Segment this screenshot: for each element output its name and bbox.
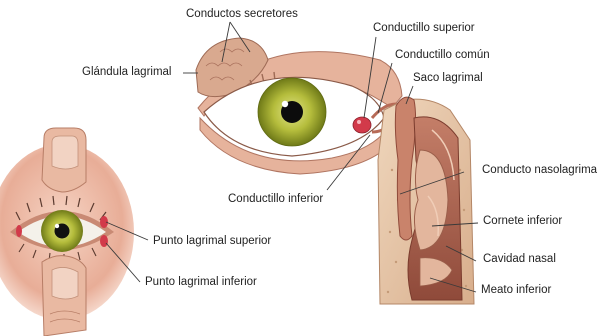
lower-punctum (100, 235, 108, 247)
label-punto-lagrimal-superior: Punto lagrimal superior (153, 236, 271, 248)
label-meato-inferior: Meato inferior (481, 285, 551, 297)
label-conductillo-inferior: Conductillo inferior (228, 194, 323, 206)
caruncle (353, 117, 371, 133)
label-punto-lagrimal-inferior: Punto lagrimal inferior (145, 277, 257, 289)
label-glandula-lagrimal: Glándula lagrimal (82, 67, 172, 79)
small-eye-figure (0, 128, 134, 336)
main-eye-figure (196, 38, 402, 174)
label-conductos-secretores: Conductos secretores (186, 9, 298, 21)
label-saco-lagrimal: Saco lagrimal (413, 73, 483, 85)
nasal-section (378, 97, 474, 304)
label-conducto-nasolagrimal: Conducto nasolagrima (482, 165, 597, 177)
label-cornete-inferior: Cornete inferior (483, 216, 562, 228)
label-conductillo-comun: Conductillo común (395, 50, 490, 62)
label-cavidad-nasal: Cavidad nasal (483, 254, 556, 266)
label-conductillo-superior: Conductillo superior (373, 23, 475, 35)
